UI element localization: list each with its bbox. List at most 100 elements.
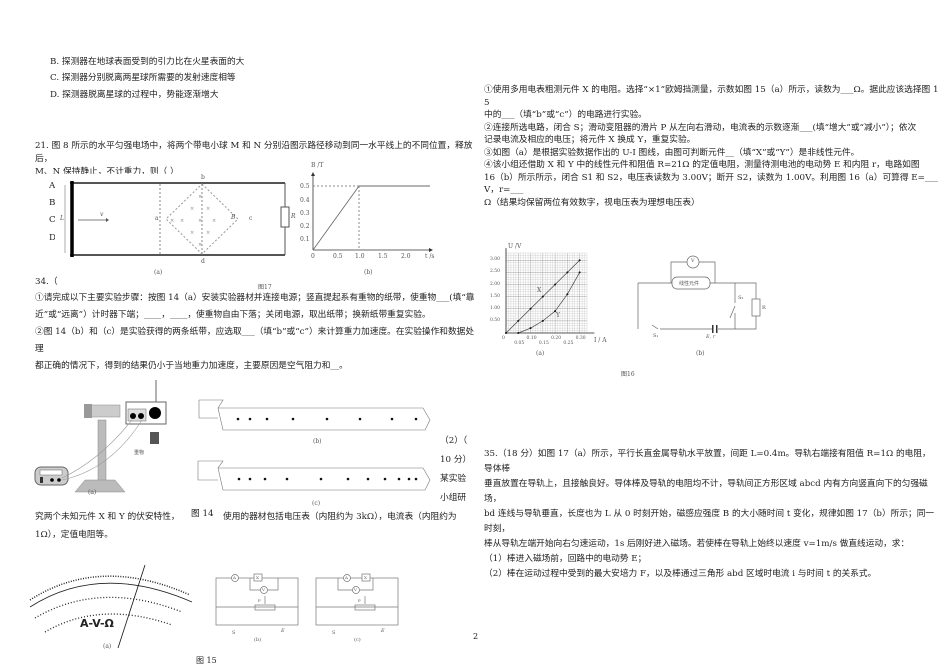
data-point-y	[566, 293, 569, 296]
q34-part2-line: 究两个未知元件 X 和 Y 的伏安特性，	[35, 512, 180, 522]
q34-right-line: 中的___（填“b”或“c”）的电路进行实验。	[484, 110, 647, 120]
q21-option-d: D	[49, 233, 55, 243]
ytick: 0.1	[300, 236, 310, 243]
resistor-r-label: R	[762, 305, 766, 311]
data-point-x	[578, 259, 581, 262]
fig17-sub-b: (b)	[364, 269, 373, 276]
xtick: 1.5	[378, 253, 388, 260]
fig15-caption: 图 15	[196, 656, 217, 665]
ytick: 0.50	[490, 317, 501, 323]
q35-line: 35.（18 分）如图 17（a）所示，平行长直金属导轨水平放置，间距 L=0.…	[484, 449, 931, 474]
q34-part2-side: （2）（	[440, 436, 468, 446]
xtick: 0.10	[526, 336, 537, 341]
ammeter-b: A	[233, 575, 236, 580]
q34-part2-line-wrap: 使用的器材包括电压表（内阻约为 3kΩ），电流表（内阻约为	[223, 511, 475, 523]
q34-block: ①请完成以下主要实验步骤：按图 14（a）安装实验器材并连接电源；竖直提起系有重…	[35, 290, 475, 375]
fig15-sub-a: (a)	[103, 643, 112, 650]
graph-17b-ylabel: B /T	[311, 162, 324, 169]
tape-c	[197, 460, 431, 491]
xtick: 0.5	[333, 253, 343, 260]
data-point-x	[517, 319, 520, 322]
data-point-y	[517, 332, 520, 334]
ytick: 1.50	[490, 293, 501, 299]
data-point-x	[505, 332, 507, 334]
xtick: 0	[502, 336, 505, 341]
ytick: 1.00	[490, 305, 501, 311]
weight-label: 重物	[134, 450, 145, 456]
ytick: 0.4	[300, 197, 310, 204]
fig16-caption: 图16	[621, 371, 635, 378]
option-b: B. 探测器在地球表面受到的引力比在火星表面的大	[50, 57, 245, 67]
fig16-sub-b: (b)	[696, 350, 705, 357]
q34-part2-side: 小组研	[440, 493, 467, 503]
label-d: d	[201, 258, 205, 265]
q34-right-block: ①使用多用电表粗测元件 X 的电阻。选择“×1”欧姆挡测量，示数如图 15（a）…	[484, 84, 939, 209]
q34-line: ②图 14（b）和（c）是实验获得的两条纸带，应选取___（填“b”或“c”）来…	[35, 327, 475, 354]
xtick: 0.25	[563, 341, 574, 346]
data-point-y	[529, 327, 532, 330]
xtick: 1.0	[355, 253, 365, 260]
q34-part2-side: 10 分）	[440, 455, 472, 465]
ytick: 0.2	[300, 223, 310, 230]
q34-right-line: ④该小组还借助 X 和 Y 中的线性元件和阻值 R=21Ω 的定值电阻，测量待测…	[484, 160, 920, 170]
fig14-sub-b: (b)	[313, 438, 322, 445]
ammeter-c: A	[345, 575, 348, 580]
voltmeter-icon: V	[691, 258, 695, 264]
battery-e-c: E	[381, 628, 385, 634]
xtick: 0.15	[538, 341, 549, 346]
q34-right-line: Ω（结果均保留两位有效数字，视电压表为理想电压表）	[484, 197, 700, 208]
svg-text:×: ×	[212, 218, 216, 224]
xtick: 2.0	[401, 253, 411, 260]
graph-16a-ylabel: U /V	[508, 243, 522, 250]
data-point-y	[541, 319, 544, 322]
label-a: a	[155, 215, 159, 222]
option-d: D. 探测器脱离星球的过程中，势能逐渐增大	[50, 90, 219, 100]
data-point-x	[541, 295, 544, 298]
fig14-caption: 图 14	[191, 509, 214, 519]
svg-text:×: ×	[190, 206, 194, 212]
fig15-sub-b: (b)	[254, 637, 262, 643]
tape-b	[198, 399, 431, 431]
page-number: 2	[473, 632, 479, 641]
q35-line: （1）棒进入磁场前，回路中的电动势 E；	[484, 554, 647, 564]
element-x-b: X	[256, 575, 259, 580]
data-point-y	[578, 271, 581, 274]
svg-text:×: ×	[198, 218, 202, 224]
q21-option-a: A	[49, 181, 55, 191]
label-b: b	[201, 174, 205, 181]
q35-line: 垂直放置在导轨上，且接触良好。导体棒及导轨的电阻均不计，导轨间正方形区域 abc…	[484, 479, 928, 504]
fig16-sub-a: (a)	[536, 350, 545, 357]
q34-part2-line: 1Ω），定值电阻等。	[35, 530, 113, 540]
graph-17b-xlabel: t /s	[425, 253, 435, 260]
series-x-label: X	[537, 287, 542, 294]
data-point-y	[554, 310, 557, 313]
element-x-c: X	[364, 575, 367, 580]
q21-option-c: C	[49, 215, 55, 225]
graph-16a-xlabel: I / A	[594, 337, 607, 344]
battery-e-b: E	[281, 628, 285, 634]
meter-label: A-V-Ω	[80, 617, 114, 630]
fig17-caption: 图17	[258, 284, 272, 291]
q21-text-line2: M、N 保持静止，不计重力，则（ ）	[35, 167, 179, 177]
switch-s-c: S	[332, 630, 336, 636]
switch-s1-label: S₁	[653, 333, 659, 339]
data-point-x	[554, 283, 557, 286]
q34-right-line: 16（b）所示所示，闭合 S1 和 S2，电压表读数为 3.00V；断开 S2，…	[484, 172, 938, 196]
q35-line: （2）棒在运动过程中受到的最大安培力 F，以及棒通过三角形 abd 区域时电流 …	[484, 569, 877, 579]
q21-option-b: B	[49, 198, 55, 208]
ytick: 2.50	[490, 269, 501, 275]
q34-heading: 34.（	[35, 277, 58, 287]
option-c: C. 探测器分别脱离两星球所需要的发射速度相等	[50, 73, 236, 83]
slider-p-b: P	[258, 598, 261, 603]
switch-s-b: S	[232, 630, 236, 636]
svg-text:×: ×	[198, 242, 202, 248]
slider-p-c: P	[358, 598, 361, 603]
svg-text:×: ×	[206, 206, 210, 212]
q34-line: ①请完成以下主要实验步骤：按图 14（a）安装实验器材并连接电源；竖直提起系有重…	[35, 293, 475, 303]
xtick: 0	[311, 253, 315, 260]
label-R: R	[291, 213, 296, 220]
